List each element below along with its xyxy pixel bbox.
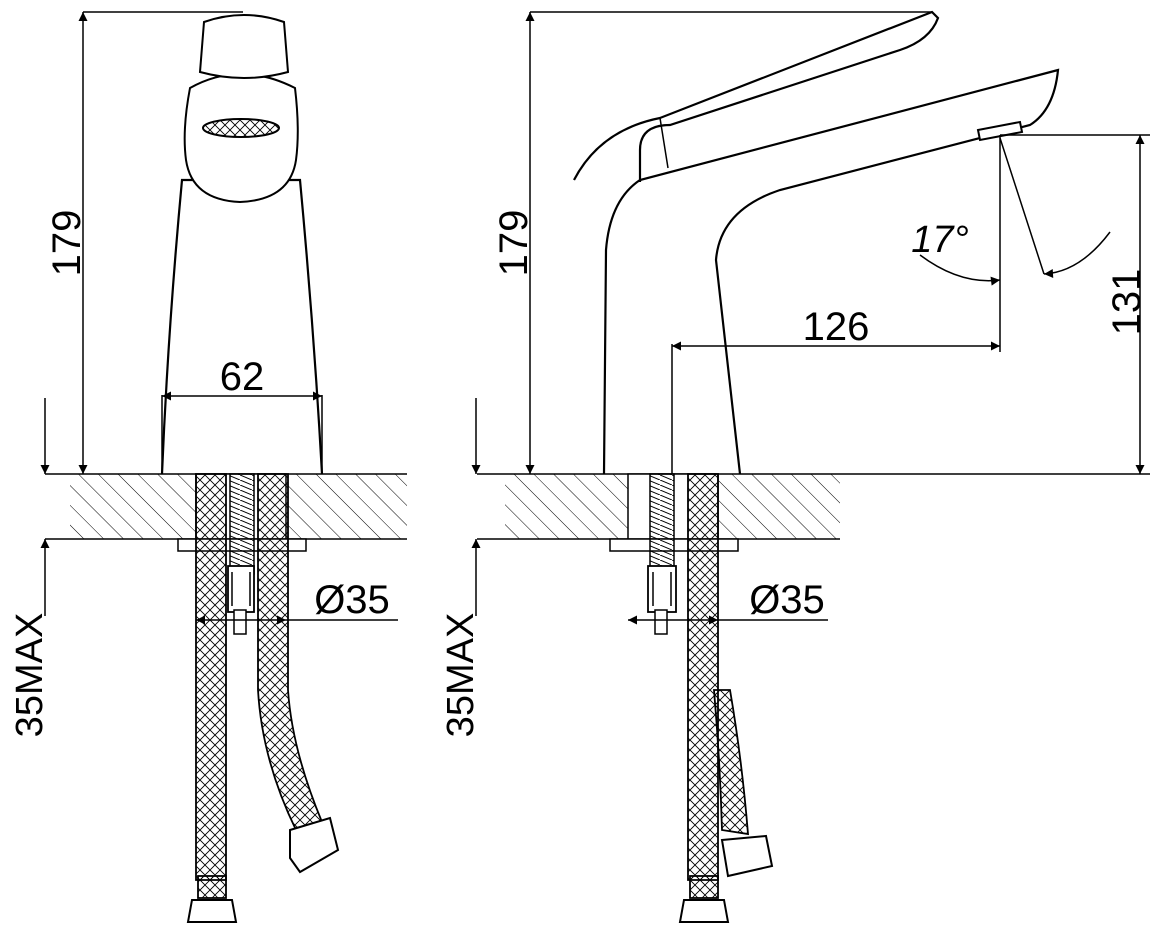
side-faucet-body bbox=[573, 10, 1060, 475]
front-width-label: 62 bbox=[220, 355, 265, 399]
side-height-label: 179 bbox=[492, 210, 536, 277]
side-hole-label: Ø35 bbox=[749, 578, 825, 622]
front-hose-left bbox=[195, 473, 227, 881]
side-hose-back bbox=[713, 689, 749, 836]
side-thickness-label: 35MAX bbox=[440, 613, 482, 738]
side-angle-label: 17° bbox=[911, 219, 968, 261]
front-faucet-body bbox=[160, 14, 324, 475]
front-thickness-label: 35MAX bbox=[9, 613, 51, 738]
side-reach-label: 126 bbox=[803, 305, 870, 349]
side-spout-height-label: 131 bbox=[1105, 269, 1149, 336]
front-hole-label: Ø35 bbox=[314, 578, 390, 622]
side-hose-front bbox=[687, 473, 719, 881]
aerator bbox=[202, 118, 280, 138]
side-mounting-assembly bbox=[609, 473, 774, 923]
front-view: 179 62 35MAX Ø35 bbox=[9, 11, 407, 923]
front-mounting-assembly bbox=[177, 473, 340, 923]
side-view: 179 131 126 17° 35MAX bbox=[440, 10, 1150, 923]
front-height-label: 179 bbox=[45, 210, 89, 277]
